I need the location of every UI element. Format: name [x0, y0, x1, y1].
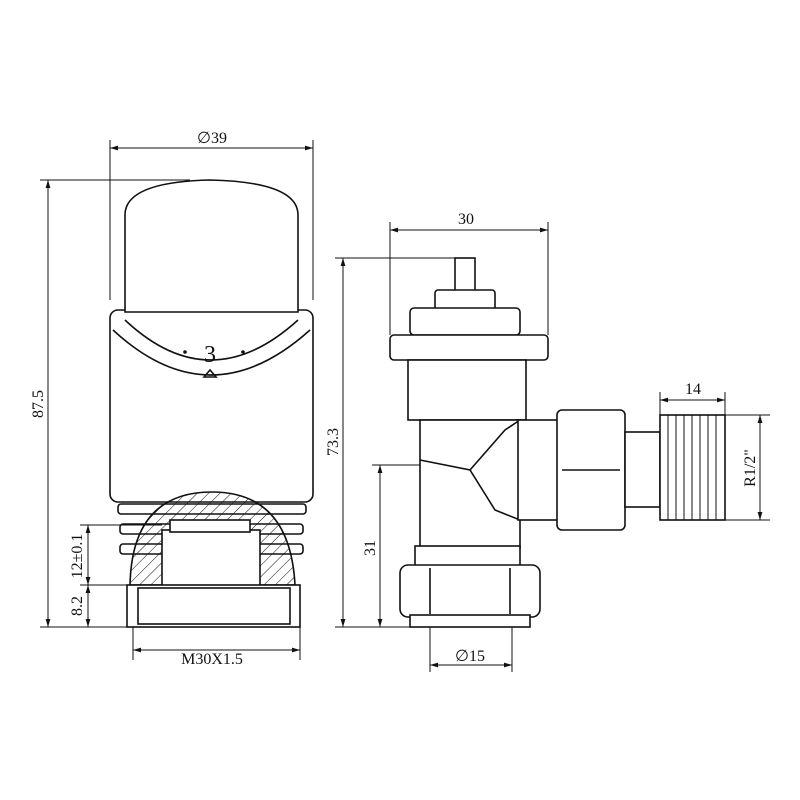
- base-height-label: 8.2: [69, 596, 86, 616]
- head-body: [109, 309, 314, 503]
- inner-height-label: 12±0.1: [69, 534, 86, 579]
- hex-nut-bottom: [399, 564, 541, 618]
- thread-lines: [667, 415, 717, 520]
- pipe-diameter-label: ∅15: [455, 648, 485, 665]
- diameter-label: ∅39: [197, 130, 227, 147]
- height-label: 87.5: [30, 390, 47, 418]
- dial-marker-icon: [202, 368, 218, 378]
- dial-arc-outer: [112, 329, 311, 376]
- thread-label: M30X1.5: [181, 651, 243, 668]
- flange: [389, 334, 549, 361]
- thread-length-label: 14: [685, 381, 701, 398]
- thread-size-label: R1/2": [742, 449, 759, 487]
- head-dome: [124, 179, 299, 313]
- valve-body-view: 30 73.3 31 14 R1/2" ∅15: [325, 211, 770, 672]
- valve-stem: [454, 257, 476, 293]
- width-label: 30: [458, 211, 474, 228]
- height-label-right: 73.3: [325, 428, 342, 456]
- thermostatic-head-view: 3 ∅39 87.5 12±0.1 8.2 M30X1.5: [30, 130, 314, 668]
- dial-number: 3: [204, 342, 216, 368]
- outlet-height-label: 31: [362, 540, 379, 556]
